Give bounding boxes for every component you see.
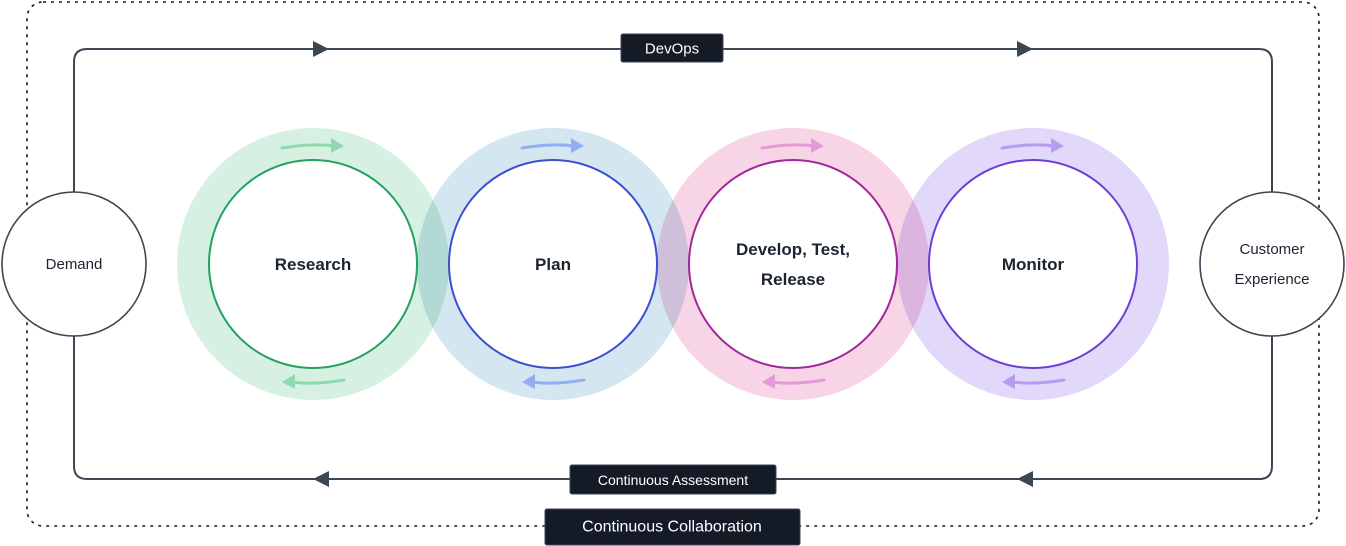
ring-monitor xyxy=(928,159,1138,369)
cycle-arrow-forward-plan xyxy=(520,143,575,150)
cycle-arrow-back-plan xyxy=(531,378,586,385)
devops-tag-label: DevOps xyxy=(645,41,699,58)
stage-label-develop-test-release: Develop, Test,Release xyxy=(736,240,850,289)
ring-plan xyxy=(448,159,658,369)
stage-develop-test-release: Develop, Test,Release xyxy=(688,138,898,389)
cycle-arrowhead-forward-monitor xyxy=(1051,138,1064,153)
arrowhead-top-left xyxy=(313,41,329,57)
cycle-arrow-forward-monitor xyxy=(1000,143,1055,150)
arrowhead-top-right xyxy=(1017,41,1033,57)
continuous-assessment-label: Continuous Assessment xyxy=(598,472,748,488)
stage-label-plan: Plan xyxy=(535,255,571,274)
cycle-arrow-forward-develop-test-release xyxy=(760,143,815,150)
cycle-arrow-forward-research xyxy=(280,143,335,150)
stage-label-monitor: Monitor xyxy=(1002,255,1065,274)
cycle-arrowhead-back-plan xyxy=(522,374,535,389)
stage-rings: Research Plan Develop, Test,Release Monitor xyxy=(208,138,1138,389)
ring-research xyxy=(208,159,418,369)
cycle-arrow-back-develop-test-release xyxy=(771,378,826,385)
arrowhead-bottom-right xyxy=(1017,471,1033,487)
cycle-arrow-back-monitor xyxy=(1011,378,1066,385)
stage-label-research: Research xyxy=(275,255,352,274)
demand-node: Demand xyxy=(1,191,147,337)
ring-develop-test-release xyxy=(688,159,898,369)
stage-monitor: Monitor xyxy=(928,138,1138,389)
arrowhead-bottom-left xyxy=(313,471,329,487)
continuous-collaboration-tag: Continuous Collaboration xyxy=(544,508,801,546)
cycle-arrowhead-forward-plan xyxy=(571,138,584,153)
stage-plan: Plan xyxy=(448,138,658,389)
stage-research: Research xyxy=(208,138,418,389)
cycle-arrowhead-back-develop-test-release xyxy=(762,374,775,389)
continuous-collaboration-label: Continuous Collaboration xyxy=(582,519,762,536)
cycle-arrowhead-forward-develop-test-release xyxy=(811,138,824,153)
devops-tag: DevOps xyxy=(620,33,724,63)
cycle-arrowhead-forward-research xyxy=(331,138,344,153)
cycle-arrowhead-back-monitor xyxy=(1002,374,1015,389)
cycle-arrowhead-back-research xyxy=(282,374,295,389)
svg-text:Demand: Demand xyxy=(46,256,103,273)
cycle-arrow-back-research xyxy=(291,378,346,385)
continuous-assessment-tag: Continuous Assessment xyxy=(569,464,777,495)
